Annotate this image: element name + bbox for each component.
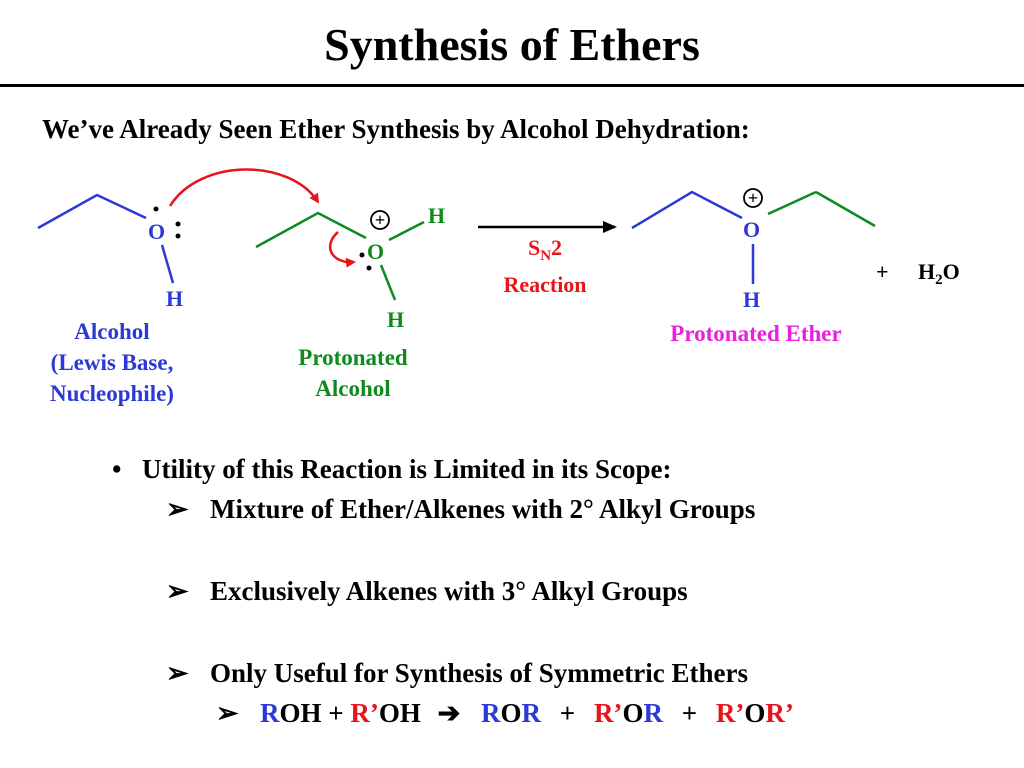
alcohol-caption-line: Alcohol [74,319,150,344]
protonated-ether-charge: + [748,188,758,208]
eq-r-group: R [481,698,501,728]
bullet-sub-text: Exclusively Alkenes with 3° Alkyl Groups [210,576,688,606]
alcohol-caption: Alcohol (Lewis Base, Nucleophile) [22,316,202,409]
nucleophilic-attack-arrow [168,168,320,207]
protonated-alcohol-caption-line: Alcohol [315,376,391,401]
eq-text: O [500,698,522,728]
formal-charge-circle [370,210,390,230]
eq-plus: + [681,698,698,728]
alcohol-hydrogen: H [166,286,183,311]
protonated-ether-caption: Protonated Ether [670,321,842,346]
arrow-bullet-icon: ➢ [166,576,189,606]
slide-title: Synthesis of Ethers [324,19,700,70]
protonated-alcohol-hydrogen-top: H [428,203,445,228]
eq-r-group: R [643,698,663,728]
protonated-alcohol-caption: Protonated Alcohol [268,342,438,404]
plus-sign: + [876,259,889,284]
eq-r-prime-group: R’ [715,698,745,728]
protonated-alcohol-lone-pair-dot [366,265,372,271]
water-formula: H2O [918,259,960,288]
eq-r-prime-group: R’ [350,698,379,728]
bullet-main-text: Utility of this Reaction is Limited in i… [142,454,672,484]
leaving-group-arrow [328,231,356,268]
bullet-sub-item: ➢ Only Useful for Synthesis of Symmetric … [166,658,748,689]
eq-r-prime-group: R’ [593,698,623,728]
bullet-sub-item: ➢ Mixture of Ether/Alkenes with 2° Alkyl … [166,494,755,525]
alcohol-structure [37,193,175,284]
bullet-main: • Utility of this Reaction is Limited in … [112,454,671,485]
protonated-ether-hydrogen: H [743,287,760,312]
bullet-sub-text: Mixture of Ether/Alkenes with 2° Alkyl G… [210,494,756,524]
protonated-alcohol-lone-pair-dot [359,252,365,258]
arrow-bullet-icon: ➢ [216,698,239,728]
protonated-ether-oxygen: O [743,217,760,242]
protonated-alcohol-hydrogen-bottom: H [387,307,404,332]
arrow-bullet-icon: ➢ [166,494,189,524]
alcohol-caption-line: Nucleophile) [50,381,174,406]
bullet-sub-text: Only Useful for Synthesis of Symmetric E… [210,658,748,688]
protonated-alcohol-caption-line: Protonated [298,345,408,370]
alcohol-lone-pair-dot [175,221,181,227]
reaction-label-sn2: SN2 [528,235,562,264]
eq-text: O [744,698,766,728]
eq-r-prime-group: R’ [765,698,794,728]
protonated-alcohol-structure [255,211,425,301]
protonated-alcohol-oxygen: O [367,239,384,264]
eq-text: OH [378,698,421,728]
alcohol-oxygen: O [148,219,165,244]
reaction-label-reaction: Reaction [503,272,586,297]
protonated-alcohol-ethyl-chain [255,211,367,249]
eq-plus: + [559,698,576,728]
protonated-ether-blue-chain [631,190,743,230]
alcohol-oh-bond [160,244,175,284]
protonated-ether-green-chain [767,190,817,216]
title-divider [0,84,1024,87]
arrow-bullet-icon: ➢ [166,658,189,688]
bullet-dot: • [112,454,122,484]
protonated-alcohol-oh-bond-top [388,220,425,242]
eq-text: OH + [279,698,351,728]
eq-r-group: R [260,698,280,728]
slide-subtitle: We’ve Already Seen Ether Synthesis by Al… [42,114,750,144]
equation-line: ➢ROH + R’OH ➔ ROR + R’OR + R’OR’ [216,698,794,729]
protonated-alcohol-charge: + [375,210,385,230]
alcohol-ethyl-chain [37,193,147,230]
protonated-alcohol-oh-bond-bottom [379,264,397,301]
formal-charge-circle [743,188,763,208]
protonated-ether-green-chain [815,190,876,228]
reaction-scheme: O H O + H H SN2 Reaction O + H + H2O [37,168,960,332]
eq-r-group: R [521,698,542,728]
bullet-sub-item: ➢ Exclusively Alkenes with 3° Alkyl Group… [166,576,688,607]
alcohol-lone-pair-dot [153,206,159,212]
eq-arrow-icon: ➔ [437,698,461,728]
alcohol-caption-line: (Lewis Base, [50,350,174,375]
alcohol-lone-pair-dot [175,233,181,239]
eq-text: O [622,698,644,728]
